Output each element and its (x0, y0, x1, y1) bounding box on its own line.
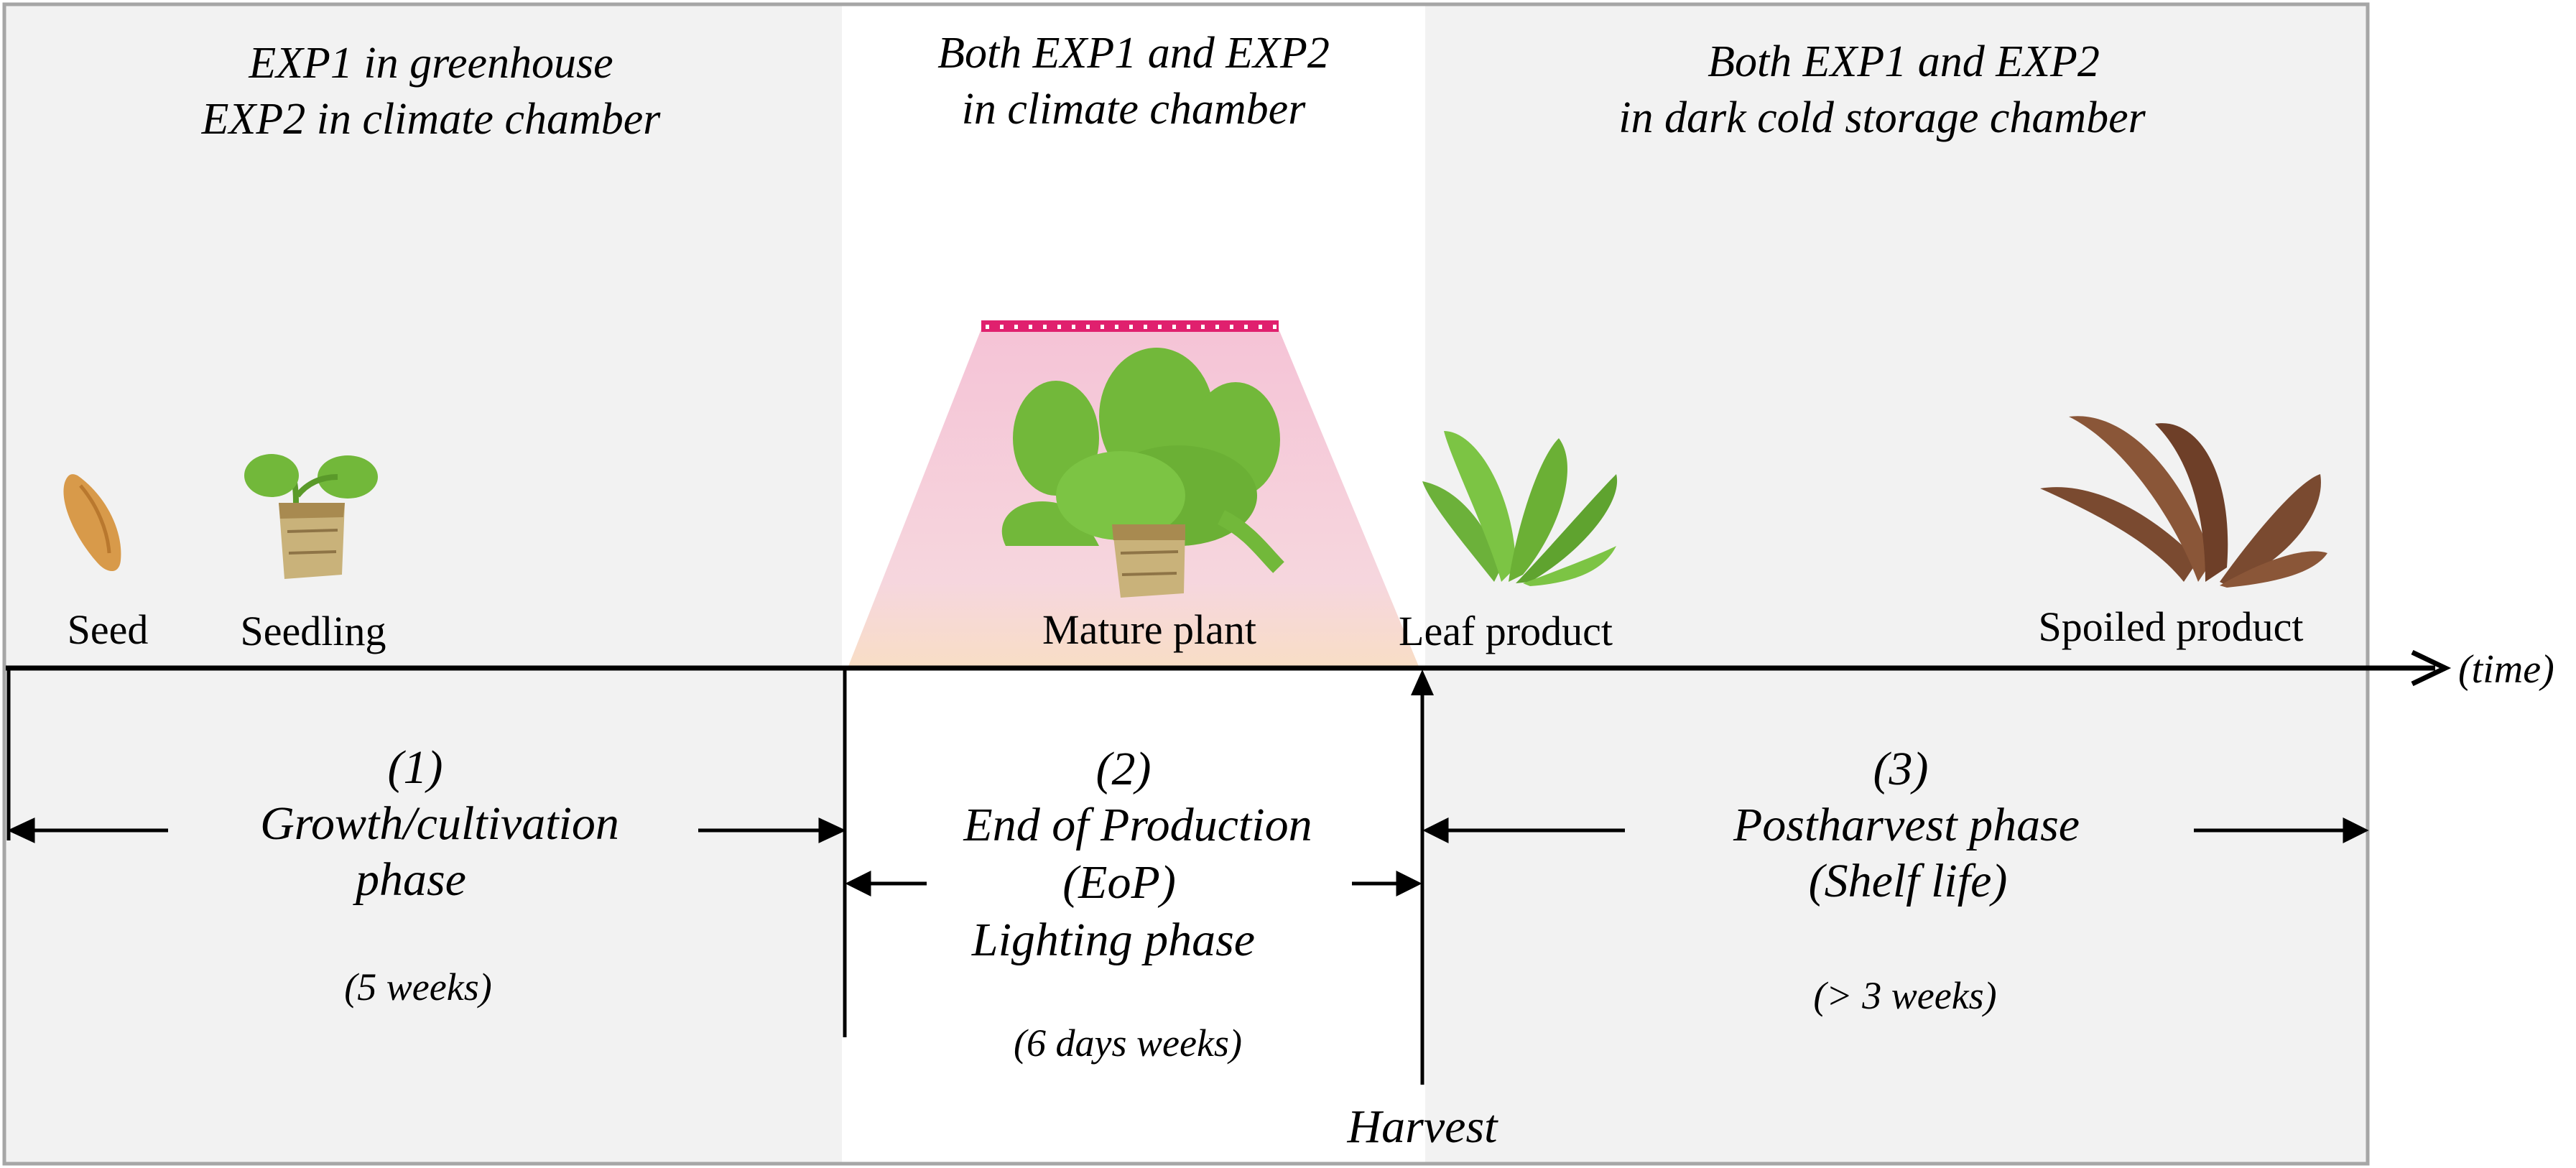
phase1-arrowhead-left-icon (7, 817, 35, 843)
timeline-arrowhead-icon (2411, 649, 2452, 687)
header-right-line1: Both EXP1 and EXP2 (1708, 37, 2100, 86)
phase1-title-line1: Growth/cultivation (260, 797, 619, 850)
phase3-arrowhead-right-icon (2343, 817, 2369, 844)
phase1-duration: (5 weeks) (344, 965, 491, 1009)
phase2-duration: (6 days weeks) (1014, 1021, 1242, 1065)
mature-plant-icon (1001, 348, 1284, 598)
phase1-title-line2: phase (353, 853, 466, 906)
header-mid-line1: Both EXP1 and EXP2 (937, 29, 1330, 78)
phase2-arrowhead-right-icon (1396, 870, 1422, 897)
phase3-arrowhead-left-icon (1422, 817, 1449, 844)
phase2-title-line2: (EoP) (1062, 856, 1176, 909)
phase3-title-line1: Postharvest phase (1733, 799, 2080, 851)
seed-icon (63, 474, 121, 572)
phase2-title-line3: Lighting phase (971, 914, 1255, 966)
header-right-line2: in dark cold storage chamber (1618, 93, 2146, 142)
spoiled-product-icon (2040, 416, 2327, 588)
panel-growth (6, 6, 842, 1162)
phase1-arrowhead-right-icon (818, 817, 846, 843)
phase2-number: (2) (1096, 743, 1152, 795)
phase3-number: (3) (1873, 743, 1929, 795)
leaf-product-icon (1422, 431, 1618, 586)
seedling-icon (244, 454, 378, 579)
phase2-title-line1: End of Production (963, 799, 1312, 851)
header-mid-line2: in climate chamber (962, 85, 1307, 134)
outer-border (2, 2, 2370, 1166)
stage-label-seedling: Seedling (241, 608, 386, 654)
phase1-number: (1) (388, 741, 443, 794)
phase3-title-line2: (Shelf life) (1809, 855, 2008, 907)
phase3-duration: (> 3 weeks) (1813, 974, 1996, 1017)
harvest-label: Harvest (1347, 1100, 1499, 1153)
stage-label-spoiled: Spoiled product (2039, 603, 2304, 650)
stage-label-mature: Mature plant (1042, 606, 1256, 653)
time-label: (time) (2458, 647, 2554, 692)
lamp-bar-icon (981, 320, 1279, 332)
harvest-arrowhead-icon (1411, 669, 1434, 695)
stage-label-seed: Seed (68, 606, 149, 653)
header-left-line2: EXP2 in climate chamber (201, 95, 662, 144)
stage-label-leaf: Leaf product (1399, 608, 1613, 654)
phase2-arrowhead-left-icon (845, 870, 871, 897)
header-left-line1: EXP1 in greenhouse (248, 39, 613, 88)
panel-postharvest (1425, 6, 2366, 1162)
